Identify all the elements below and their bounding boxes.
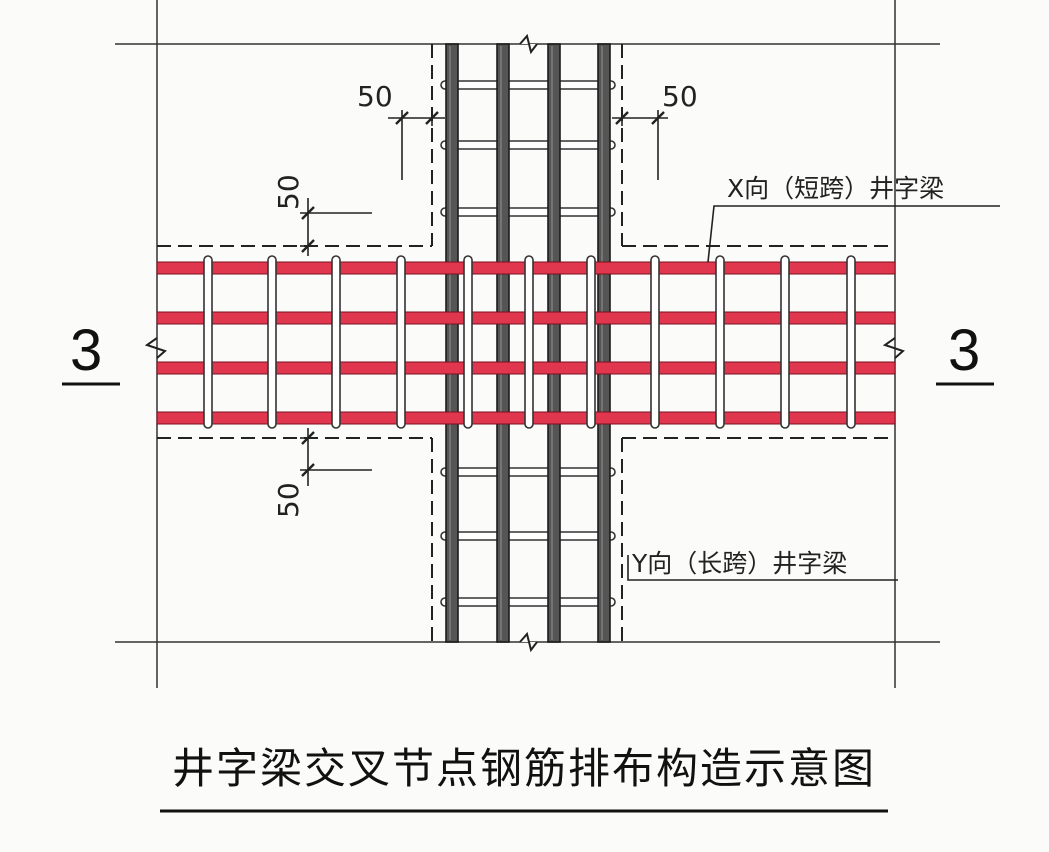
y-stirrup [440, 80, 616, 90]
x-stirrup [650, 255, 660, 429]
y-beam-label: Y向（长跨）井字梁 [631, 549, 847, 578]
beam-outline-dashed [157, 44, 895, 642]
dim-side-upper: 50 [272, 174, 305, 210]
x-stirrup [203, 255, 213, 429]
y-rebar [597, 43, 611, 643]
x-stirrup [396, 255, 406, 429]
x-stirrup [715, 255, 725, 429]
y-stirrup [440, 467, 616, 477]
section-mark-left: 3 [70, 318, 102, 383]
y-rebar [496, 43, 510, 643]
y-beam-stirrups [440, 80, 616, 607]
diagram-title: 井字梁交叉节点钢筋排布构造示意图 [172, 744, 876, 793]
x-stirrup [524, 255, 534, 429]
y-beam-rebars [445, 43, 611, 643]
y-stirrup [440, 597, 616, 607]
dim-side-lower: 50 [272, 482, 305, 518]
dim-top-left: 50 [357, 80, 393, 113]
dimension-marks [300, 110, 668, 486]
x-stirrup [463, 255, 473, 429]
y-rebar [547, 43, 561, 643]
x-stirrup [586, 255, 596, 429]
y-stirrup [440, 140, 616, 150]
y-stirrup [440, 207, 616, 217]
x-beam-label: X向（短跨）井字梁 [727, 174, 944, 203]
dim-top-right: 50 [662, 80, 698, 113]
section-mark-right: 3 [948, 318, 980, 383]
x-stirrup [780, 255, 790, 429]
y-rebar [445, 43, 459, 643]
x-stirrup [267, 255, 277, 429]
x-stirrup [331, 255, 341, 429]
break-symbols [144, 33, 905, 653]
x-beam-stirrups [203, 255, 856, 429]
y-stirrup [440, 531, 616, 541]
leader-lines [627, 205, 1000, 581]
x-stirrup [846, 255, 856, 429]
